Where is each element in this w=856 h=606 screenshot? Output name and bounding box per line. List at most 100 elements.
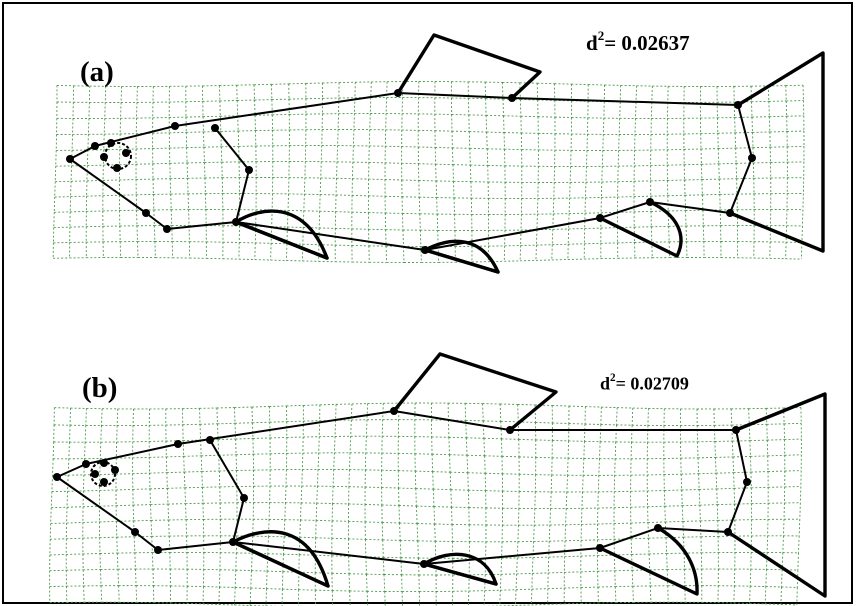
grid-line: [466, 455, 469, 473]
grid-line: [665, 537, 668, 554]
grid-line: [266, 553, 269, 572]
grid-line: [66, 537, 83, 540]
grid-line: [450, 489, 469, 491]
grid-line: [166, 455, 184, 458]
grid-line: [303, 177, 306, 195]
panel-a-fins: [234, 33, 825, 274]
grid-line: [184, 487, 186, 504]
grid-line: [564, 555, 581, 558]
grid-line: [766, 552, 768, 570]
grid-line: [167, 504, 170, 521]
landmark-point: [420, 560, 428, 568]
grid-line: [516, 588, 532, 591]
grid-line: [365, 419, 368, 437]
grid-line: [334, 420, 337, 437]
grid-line: [532, 541, 535, 558]
grid-line: [681, 489, 700, 491]
grid-line: [333, 436, 336, 453]
grid-line: [154, 241, 156, 258]
landmark-point: [53, 473, 61, 481]
grid-line: [67, 475, 69, 492]
grid-line: [303, 194, 305, 211]
fin-outline: [392, 352, 558, 432]
grid-line: [381, 504, 399, 506]
grid-line: [515, 604, 532, 606]
grid-line: [449, 472, 452, 490]
grid-line: [84, 425, 87, 443]
grid-line: [485, 472, 503, 475]
grid-line: [167, 487, 185, 489]
grid-line: [701, 179, 703, 195]
grid-line: [801, 209, 804, 226]
grid-line: [87, 118, 90, 135]
fin-outline: [234, 209, 329, 260]
grid-line: [133, 536, 136, 553]
grid-line: [234, 587, 236, 605]
grid-line: [382, 522, 400, 524]
grid-line: [332, 486, 334, 504]
grid-line: [66, 491, 69, 508]
grid-line: [384, 591, 386, 606]
grid-line: [381, 487, 399, 489]
panel-a-landmark-branch: [214, 127, 250, 223]
grid-line: [50, 491, 53, 508]
grid-line: [417, 540, 419, 559]
grid-line: [748, 424, 751, 441]
grid-line: [632, 586, 634, 603]
grid-line: [353, 113, 355, 130]
grid-line: [682, 521, 684, 538]
grid-line: [648, 538, 650, 554]
grid-line: [183, 472, 186, 488]
grid-line: [217, 422, 236, 425]
grid-line: [565, 491, 568, 509]
fin-outline: [422, 562, 498, 586]
landmark-point: [394, 89, 402, 97]
grid-line: [116, 520, 134, 522]
grid-line: [614, 458, 616, 476]
grid-line: [450, 489, 452, 508]
panel-a-deformation-grid: [52, 81, 805, 263]
panel-a-stat-symbol: d: [586, 30, 598, 55]
grid-line: [100, 425, 102, 443]
grid-line: [535, 229, 538, 246]
grid-line: [116, 553, 119, 570]
grid-line: [782, 535, 784, 553]
grid-line: [54, 181, 56, 198]
landmark-point: [211, 124, 219, 132]
grid-line: [580, 570, 598, 573]
grid-line: [220, 131, 222, 147]
grid-line: [799, 502, 801, 520]
grid-line: [780, 586, 782, 605]
grid-line: [699, 505, 701, 521]
panel-b-stat-exponent: 2: [610, 372, 616, 384]
grid-line: [483, 438, 486, 456]
grid-line: [382, 403, 384, 420]
grid-line: [436, 197, 438, 215]
grid-line: [666, 553, 668, 570]
grid-line: [336, 161, 338, 179]
grid-line: [184, 471, 202, 473]
grid-line: [204, 162, 206, 179]
grid-line: [352, 129, 355, 146]
grid-line: [270, 243, 272, 261]
grid-line: [516, 557, 518, 574]
grid-line: [749, 569, 752, 587]
grid-line: [499, 574, 502, 591]
grid-line: [465, 437, 468, 456]
grid-line: [252, 437, 271, 439]
grid-line: [365, 556, 367, 575]
grid-line: [203, 603, 219, 605]
grid-line: [398, 505, 401, 524]
grid-line: [567, 458, 569, 476]
grid-line: [285, 243, 288, 261]
fin-outline: [726, 392, 827, 598]
grid-line: [382, 539, 384, 558]
grid-line: [618, 134, 620, 151]
grid-line: [99, 442, 102, 459]
grid-line: [298, 537, 301, 555]
grid-line: [54, 166, 57, 182]
grid-line: [116, 425, 118, 443]
grid-line: [133, 504, 151, 506]
panel-b-stat-symbol: d: [600, 373, 611, 394]
